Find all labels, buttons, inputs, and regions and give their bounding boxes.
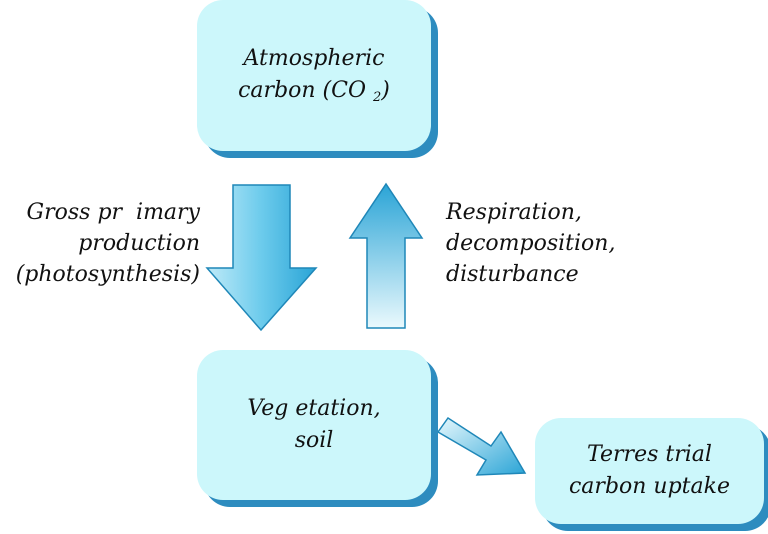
- atmospheric-co-text: carbon (CO: [238, 78, 367, 104]
- uptake-diagonal-arrow: [436, 416, 527, 476]
- atmospheric-line1: Atmospheric: [243, 46, 385, 72]
- atmospheric-carbon-box: Atmospheric carbon (CO 2): [197, 0, 431, 151]
- respiration-up-arrow: [348, 182, 424, 329]
- vegetation-soil-box: Veg etation, soil: [197, 350, 431, 500]
- gpp-line3: (photosynthesis): [15, 261, 200, 287]
- terrestrial-line2: carbon uptake: [568, 474, 730, 499]
- respiration-label: Respiration, decomposition, disturbance: [446, 198, 615, 290]
- atmospheric-close-paren: ): [381, 78, 390, 104]
- gpp-line1: Gross pr imary: [26, 200, 200, 225]
- resp-line1: Respiration,: [446, 200, 582, 225]
- terrestrial-line1: Terres trial: [587, 442, 712, 468]
- vegetation-line2: soil: [294, 428, 334, 453]
- atmospheric-line2: carbon (CO 2): [238, 75, 390, 108]
- gross-primary-production-label: Gross pr imary production (photosynthesi…: [2, 198, 200, 290]
- resp-line3: disturbance: [446, 261, 579, 287]
- resp-line2: decomposition,: [446, 230, 616, 256]
- terrestrial-uptake-box: Terres trial carbon uptake: [535, 418, 764, 524]
- gpp-line2: production: [78, 230, 200, 256]
- co2-subscript: 2: [373, 90, 382, 106]
- gpp-down-arrow: [205, 184, 318, 332]
- vegetation-line1: Veg etation,: [247, 396, 381, 422]
